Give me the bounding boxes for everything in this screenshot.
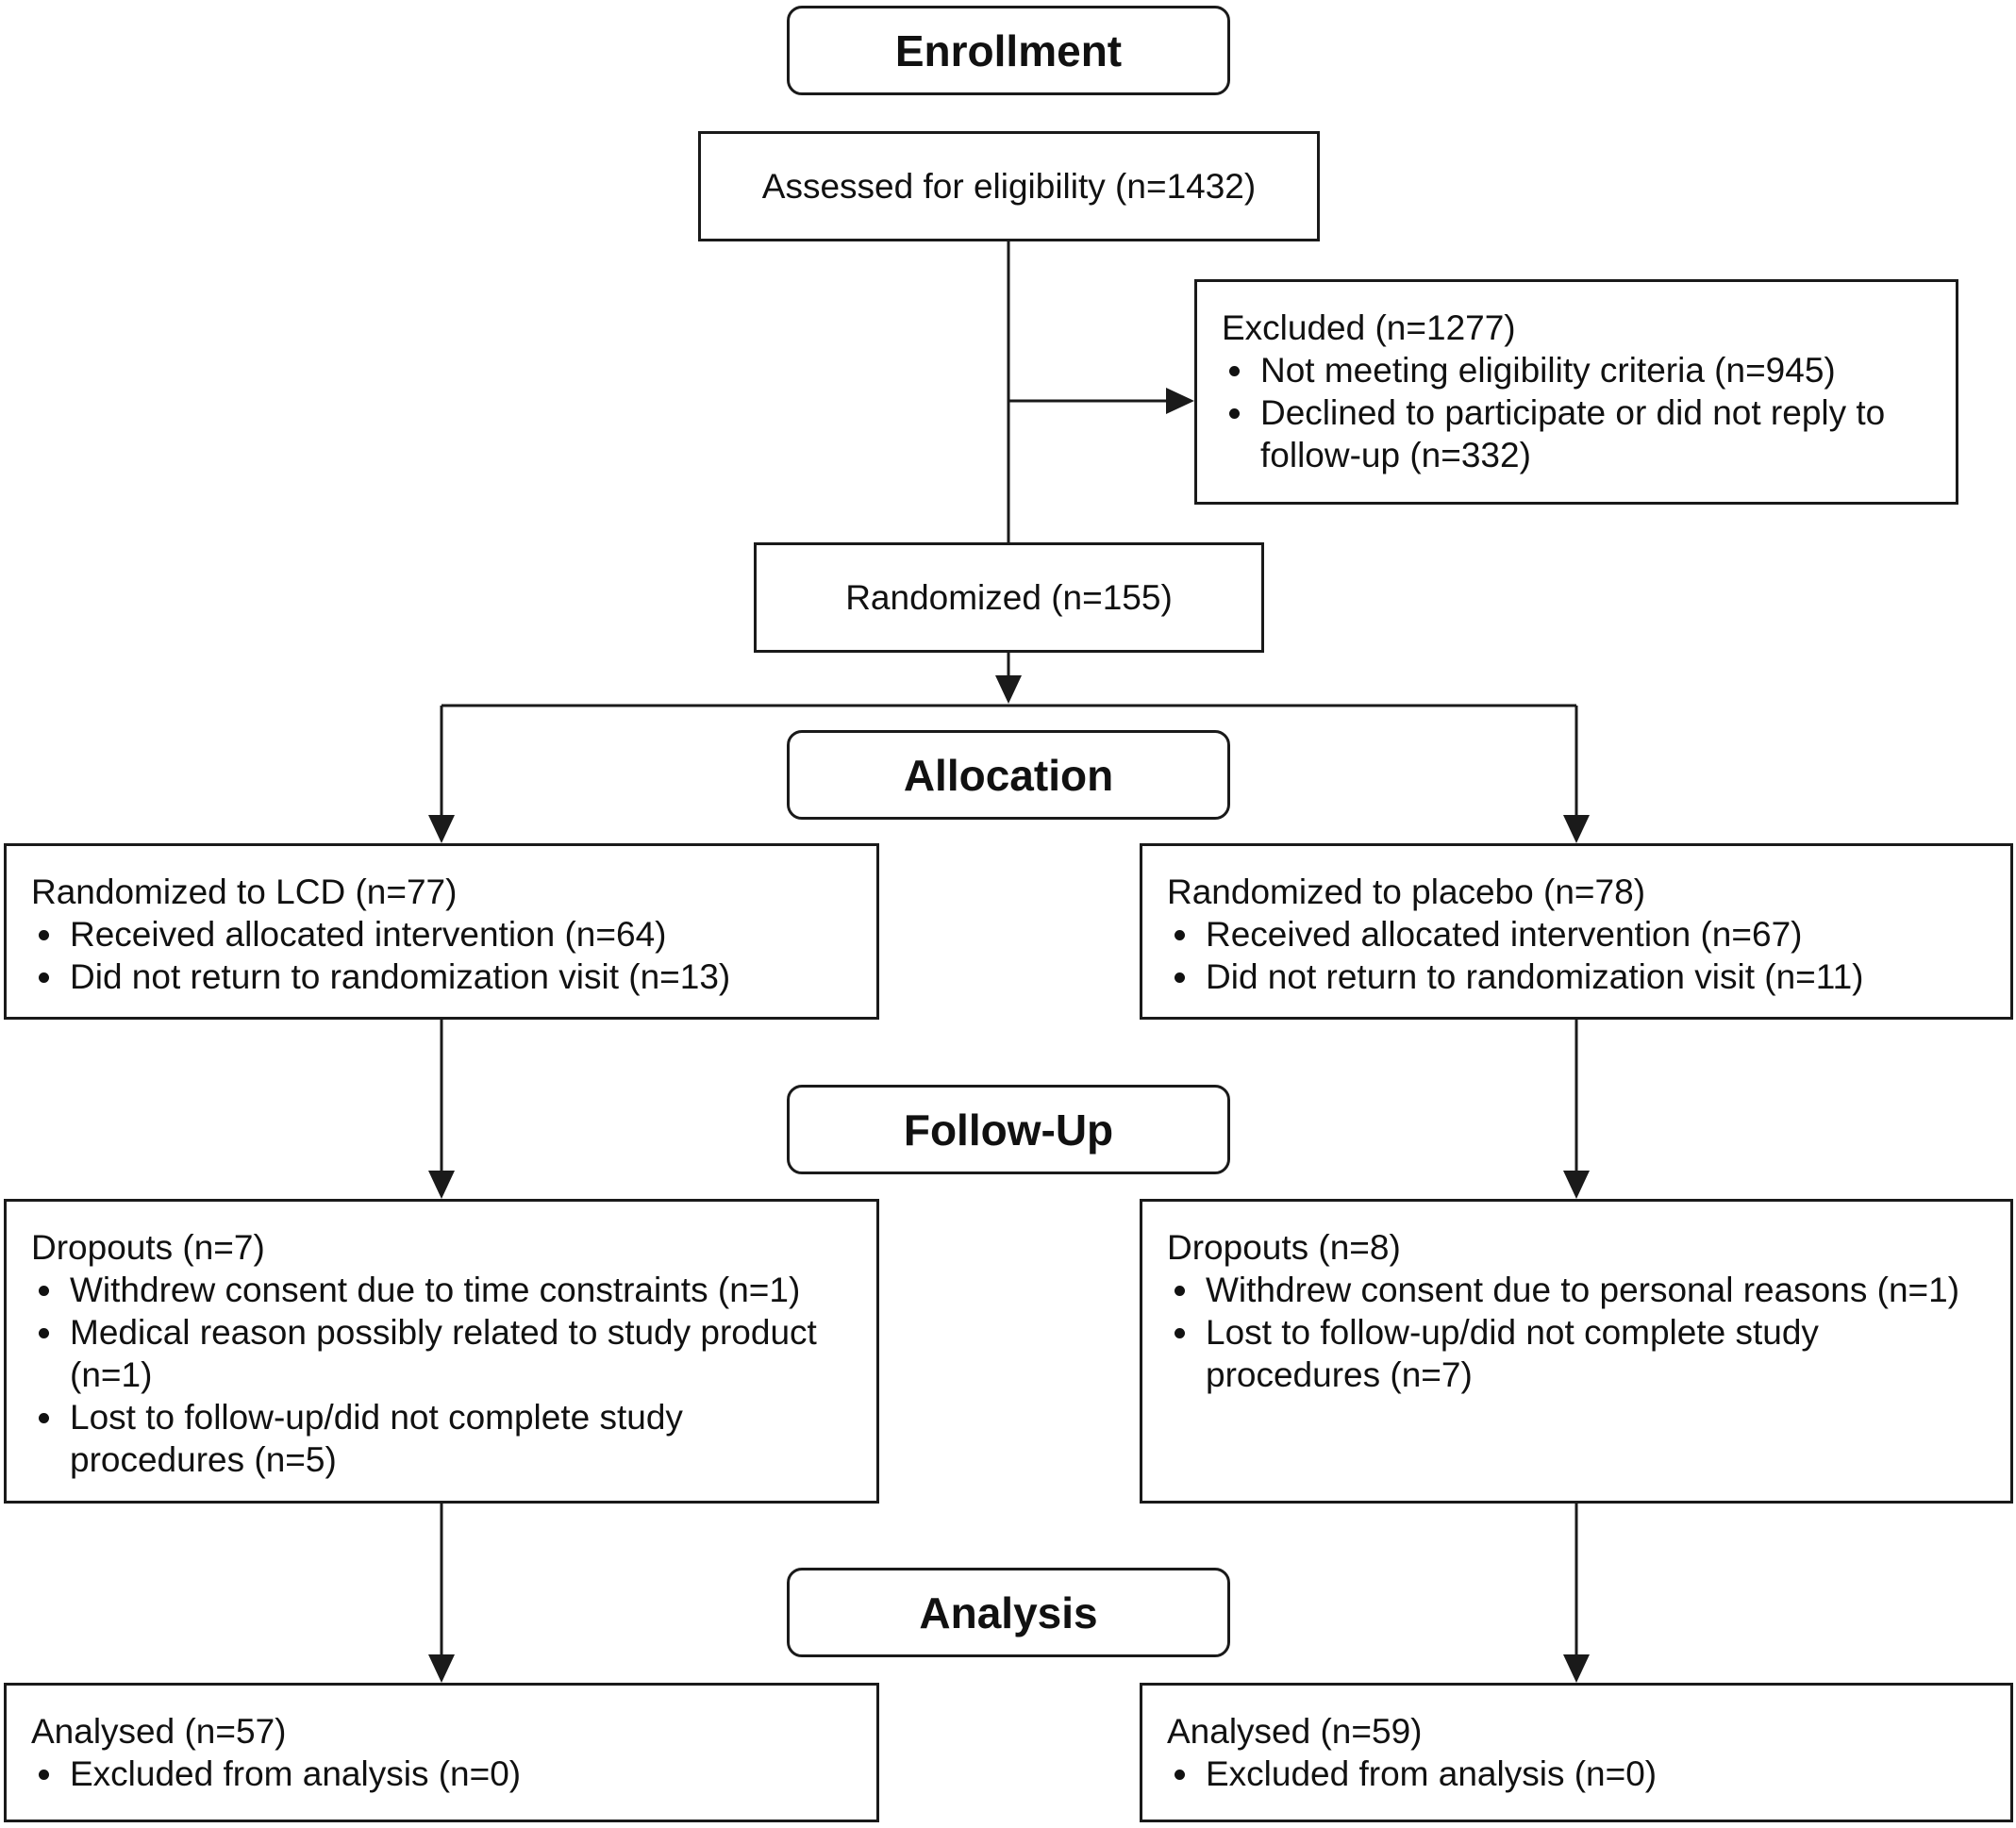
placebo-allocation-title: Randomized to placebo (n=78) [1167,872,1646,911]
lcd-allocation-title: Randomized to LCD (n=77) [31,872,458,911]
lcd-followup-title: Dropouts (n=7) [31,1228,265,1267]
excluded-list: Not meeting eligibility criteria (n=945)… [1222,349,1931,476]
stage-follow-up: Follow-Up [787,1085,1230,1174]
assessed-box: Assessed for eligibility (n=1432) [698,131,1320,241]
lcd-analysis-arrow-head [428,1654,455,1683]
randomized-box: Randomized (n=155) [754,542,1264,653]
excluded-item: Declined to participate or did not reply… [1222,391,1931,476]
lcd-allocation-box: Randomized to LCD (n=77) Received alloca… [4,843,879,1020]
placebo-followup-title: Dropouts (n=8) [1167,1228,1401,1267]
placebo-analysis-box: Analysed (n=59) Excluded from analysis (… [1140,1683,2013,1822]
list-item: Withdrew consent due to time constraints… [31,1269,852,1311]
excluded-box: Excluded (n=1277) Not meeting eligibilit… [1194,279,1958,505]
randomized-arrow-head [995,675,1022,704]
list-item: Withdrew consent due to personal reasons… [1167,1269,1986,1311]
lcd-analysis-title: Analysed (n=57) [31,1712,287,1751]
placebo-analysis-arrow-head [1563,1654,1590,1683]
lcd-followup-arrow-head [428,1171,455,1199]
lcd-analysis-list: Excluded from analysis (n=0) [31,1753,852,1795]
placebo-allocation-arrow-head [1563,815,1590,843]
excluded-title: Excluded (n=1277) [1222,308,1516,347]
lcd-analysis-box: Analysed (n=57) Excluded from analysis (… [4,1683,879,1822]
placebo-analysis-title: Analysed (n=59) [1167,1712,1423,1751]
excluded-item: Not meeting eligibility criteria (n=945) [1222,349,1931,391]
lcd-allocation-arrow-head [428,815,455,843]
placebo-followup-arrow-head [1563,1171,1590,1199]
list-item: Lost to follow-up/did not complete study… [1167,1311,1986,1396]
lcd-followup-box: Dropouts (n=7) Withdrew consent due to t… [4,1199,879,1504]
placebo-allocation-list: Received allocated intervention (n=67) D… [1167,913,1986,998]
list-item: Excluded from analysis (n=0) [31,1753,852,1795]
stage-allocation: Allocation [787,730,1230,820]
lcd-followup-list: Withdrew consent due to time constraints… [31,1269,852,1481]
excluded-arrow-head [1166,388,1194,414]
list-item: Did not return to randomization visit (n… [1167,956,1986,998]
list-item: Did not return to randomization visit (n… [31,956,852,998]
list-item: Received allocated intervention (n=67) [1167,913,1986,956]
placebo-allocation-box: Randomized to placebo (n=78) Received al… [1140,843,2013,1020]
list-item: Medical reason possibly related to study… [31,1311,852,1396]
placebo-followup-list: Withdrew consent due to personal reasons… [1167,1269,1986,1396]
stage-enrollment: Enrollment [787,6,1230,95]
stage-analysis: Analysis [787,1568,1230,1657]
lcd-allocation-list: Received allocated intervention (n=64) D… [31,913,852,998]
placebo-followup-box: Dropouts (n=8) Withdrew consent due to p… [1140,1199,2013,1504]
list-item: Lost to follow-up/did not complete study… [31,1396,852,1481]
list-item: Excluded from analysis (n=0) [1167,1753,1986,1795]
placebo-analysis-list: Excluded from analysis (n=0) [1167,1753,1986,1795]
list-item: Received allocated intervention (n=64) [31,913,852,956]
